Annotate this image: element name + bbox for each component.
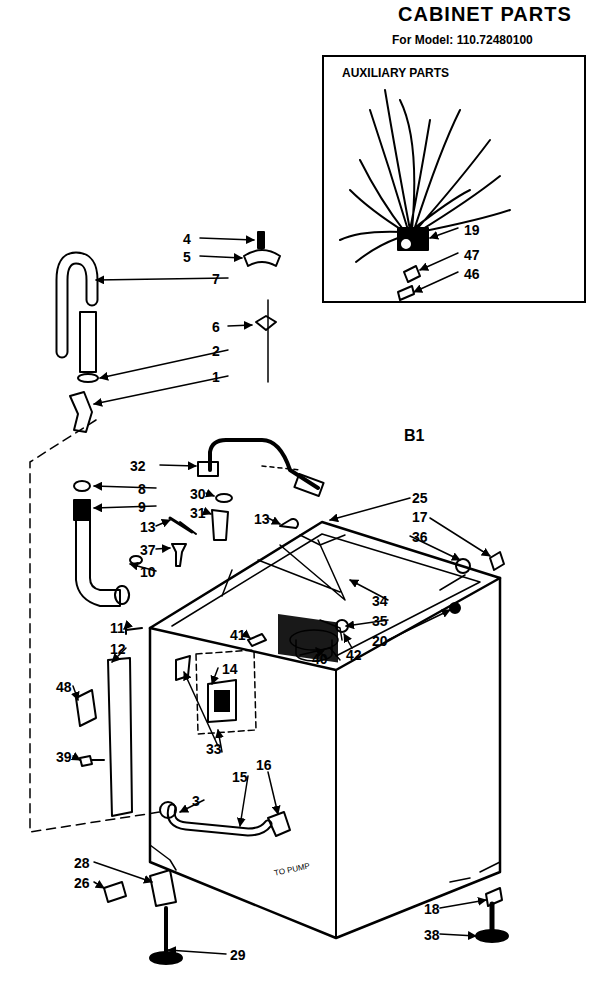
callout-number: 25: [412, 491, 428, 505]
title: CABINET PARTS: [398, 4, 572, 24]
callout-number: 13: [254, 512, 270, 526]
parts-inset-box: AUXILIARY PARTS 19 47 46: [322, 55, 586, 303]
callout-number: 33: [206, 742, 222, 756]
callout-number: 31: [190, 506, 206, 520]
callout-number: 10: [140, 565, 156, 579]
model-number: For Model: 110.72480100: [392, 34, 533, 46]
callout-number: 38: [424, 928, 440, 942]
callout-number: 5: [183, 250, 191, 264]
callout-number: 4: [183, 232, 191, 246]
callout-number: 48: [56, 680, 72, 694]
callout-number: 14: [222, 662, 238, 676]
section-code: B1: [404, 428, 424, 444]
callout-number: 17: [412, 510, 428, 524]
callout-number: 18: [424, 902, 440, 916]
callout-number: 32: [130, 459, 146, 473]
callout-number: 46: [464, 267, 480, 281]
callout-number: 15: [232, 770, 248, 784]
callout-number: 7: [212, 272, 220, 286]
callout-number: 12: [110, 642, 126, 656]
callout-number: 9: [138, 500, 146, 514]
callout-number: 20: [372, 634, 388, 648]
callout-number: 30: [190, 487, 206, 501]
callout-number: 40: [312, 652, 328, 666]
callout-number: 16: [256, 758, 272, 772]
callout-number: 36: [412, 530, 428, 544]
callout-number: 3: [192, 794, 200, 808]
callout-number: 35: [372, 614, 388, 628]
callout-number: 2: [212, 344, 220, 358]
callout-number: 39: [56, 750, 72, 764]
callout-number: 26: [74, 876, 90, 890]
inset-heading: AUXILIARY PARTS: [342, 67, 449, 79]
cabinet: [150, 522, 500, 938]
callout-number: 42: [346, 648, 362, 662]
callout-number: 29: [230, 948, 246, 962]
callout-number: 1: [212, 370, 220, 384]
callout-number: 41: [230, 628, 246, 642]
callout-number: 8: [138, 482, 146, 496]
callout-number: 11: [110, 621, 125, 635]
callout-number: 28: [74, 856, 90, 870]
callout-number: 34: [372, 594, 388, 608]
callout-number: 13: [140, 520, 156, 534]
callout-number: 19: [464, 223, 480, 237]
callout-number: 37: [140, 543, 156, 557]
callout-number: 47: [464, 248, 480, 262]
callout-number: 6: [212, 320, 220, 334]
note: TO PUMP: [274, 862, 311, 877]
